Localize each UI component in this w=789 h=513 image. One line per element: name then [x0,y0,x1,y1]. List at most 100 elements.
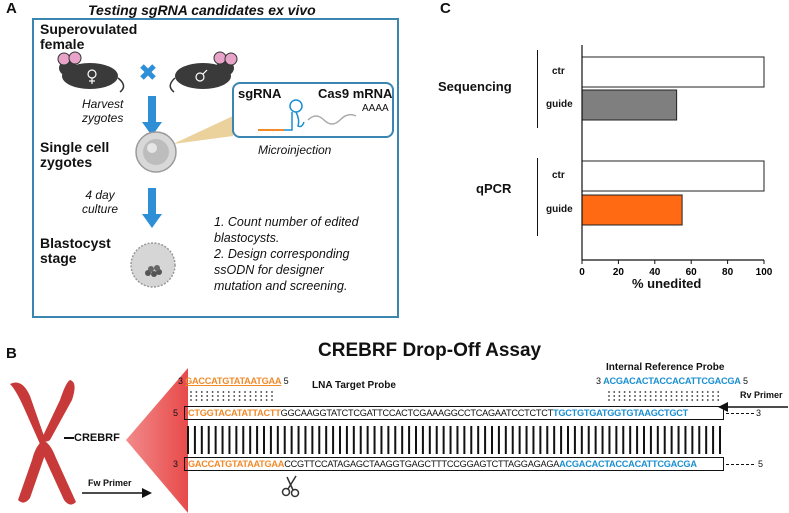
hybridization-dot [628,395,631,397]
hybridization-dot [211,391,214,393]
irp-probe-strand: 3 ACGACACTACCACATTCGACGA 5 [596,376,748,386]
x-tick-label: 60 [686,267,698,278]
irp-hybridization-dots [608,391,720,401]
bottom-strand-lna-site: GACCATGTATAATGAA [188,459,285,469]
microinjection-label: Microinjection [258,143,332,157]
hybridization-dot [200,395,203,397]
hybridization-dot [249,395,252,397]
fw-primer-label: Fw Primer [88,478,132,488]
hybridization-dot [613,391,616,393]
panel-b-letter: B [6,345,17,362]
row-label-qpcr-guide: guide [546,204,573,215]
male-mouse-icon [169,51,238,93]
hybridization-dot [206,395,209,397]
bottom-strand-irp-site: ACGACACTACCACATTCGACGA [559,459,697,469]
bar-qpcr-guide [581,194,683,226]
hybridization-dot [680,391,683,393]
hybridization-dot [608,391,610,393]
bottom-strand-middle: CCGTTCCATAGAGCTAAGGTGAGCTTTCCGGAGTCTTAGG… [284,459,560,469]
hybridization-dot [628,399,631,401]
steps-text: 1. Count number of edited blastocysts. 2… [214,214,359,294]
sgrna-label: sgRNA [238,86,282,101]
blastocyst-line1: Blastocyst [40,235,111,251]
top-strand-lna-target: CTGGTACATATTACTT [188,408,281,418]
x-tick-label: 40 [649,267,661,278]
hybridization-dot [680,399,683,401]
hybridization-dot [701,395,704,397]
lna-probe-5prime: 5 [283,376,289,386]
hybridization-dot [654,399,657,401]
panel-a-title: Testing sgRNA candidates ex vivo [88,2,316,18]
hybridization-dot [717,395,720,397]
panel-a-letter: A [6,0,17,17]
gene-label-text: CREBRF [74,432,120,444]
hybridization-dot [244,399,246,401]
hybridization-dot [233,395,236,397]
female-mouse-icon [57,51,125,93]
hybridization-dot [691,391,694,393]
culture-label: 4 day culture [82,188,118,216]
hybridization-dot [680,395,683,397]
top-strand-middle: GGCAAGGTATCTCGATTCCACTCGAAAGGCCTCAGAATCC… [280,408,554,418]
group-label-sequencing: Sequencing [438,79,512,94]
hybridization-dot [222,399,225,401]
hybridization-dot [249,399,252,401]
cas9-label: Cas9 mRNA [318,86,393,101]
x-tick-label: 20 [613,267,625,278]
scissors-icon [281,475,300,498]
gene-label: CREBRF [64,432,120,444]
hybridization-dot [706,399,709,401]
irp-probe-label: Internal Reference Probe [606,362,725,373]
step1-line1: 1. Count number of edited [214,215,359,229]
hybridization-dot [675,391,678,393]
hybridization-dot [696,399,699,401]
row-label-qpcr-ctr: ctr [552,170,565,181]
hybridization-dot [654,391,657,393]
hybridization-dot [670,391,673,393]
bar-sequencing-guide [581,89,678,121]
bottom-strand-3prime: 3 [173,459,179,469]
hybridization-dot [634,399,636,401]
chromosome-icon [10,380,76,505]
hybridization-dot [712,391,714,393]
hybridization-dot [623,395,626,397]
zygote-illustration [135,116,233,173]
hybridization-dot [233,391,236,393]
blastocyst-label: Blastocyst stage [40,236,111,266]
hybridization-dot [227,399,230,401]
single-cell-label: Single cell zygotes [40,140,109,170]
hybridization-dot [665,399,668,401]
female-label: Superovulated female [40,22,137,52]
hybridization-dot [217,395,219,397]
row-label-seq-ctr: ctr [552,66,565,77]
hybridization-dot [665,391,668,393]
irp-probe-3prime: 3 [596,376,601,386]
hybridization-dot [227,391,230,393]
hybridization-dot [190,391,192,393]
irp-probe-5prime: 5 [742,376,748,386]
hybridization-dot [644,395,647,397]
hybridization-dot [639,399,642,401]
hybridization-dot [670,395,673,397]
hybridization-dot [675,395,678,397]
hybridization-dot [195,391,198,393]
hybridization-dot [227,395,230,397]
lna-probe-strand: 3 GACCATGTATAATGAA 5 [178,376,289,386]
single-cell-line1: Single cell [40,139,110,155]
bottom-strand-dash [726,464,754,465]
rv-primer-arrow-icon [718,402,788,412]
bottom-strand-box [184,457,724,471]
bottom-strand-5prime: 5 [758,459,764,469]
harvest-line1: Harvest [82,97,124,111]
hybridization-dot [206,399,209,401]
harvest-label: Harvest zygotes [82,97,123,125]
panel-c-letter: C [440,0,451,17]
hybridization-dot [254,391,257,393]
step2-line2: ssODN for designer [214,263,324,277]
hybridization-dot [644,399,647,401]
hybridization-dot [613,399,616,401]
hybridization-dot [618,395,621,397]
hybridization-dot [271,395,273,397]
hybridization-dot [244,391,246,393]
hybridization-dot [701,399,704,401]
